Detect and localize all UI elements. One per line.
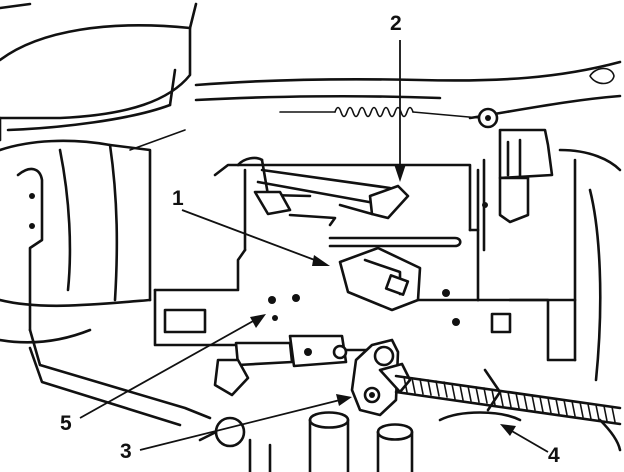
callout-1-label: 1 [172, 187, 184, 210]
terminal-block [482, 128, 554, 252]
bottom-housing [248, 188, 622, 472]
throttle-cable [394, 368, 622, 426]
top-shroud [194, 60, 622, 172]
engine-housing [0, 2, 198, 344]
choke-lever [338, 246, 422, 312]
control-bracket-plate [153, 156, 577, 362]
throttle-spring [279, 106, 499, 129]
callout-2: 2 [390, 12, 406, 182]
link-rod-arm [16, 167, 246, 448]
speed-control-linkage [213, 334, 412, 417]
callout-4: 4 [500, 424, 560, 467]
callout-3: 3 [120, 394, 352, 463]
callout-3-label: 3 [120, 440, 132, 463]
callout-5: 5 [60, 314, 266, 435]
callout-1: 1 [172, 187, 330, 266]
callout-4-label: 4 [548, 444, 560, 467]
governor-lever [253, 158, 410, 227]
callout-5-label: 5 [60, 412, 72, 435]
callout-2-label: 2 [390, 12, 402, 35]
